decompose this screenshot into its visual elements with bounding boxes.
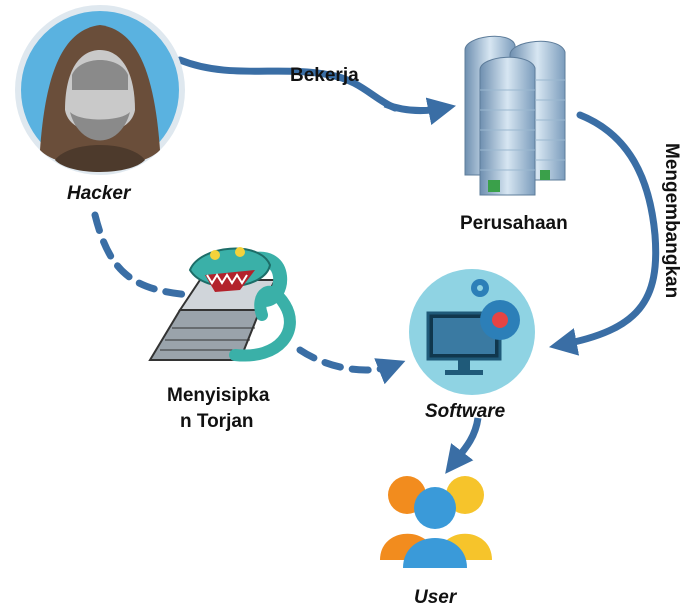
label-user: User: [414, 587, 457, 608]
arrow-company-to-software: [548, 111, 660, 356]
arrow-trojan-to-software: [296, 346, 406, 385]
label-develops: Mengembangkan: [661, 143, 682, 299]
arrow-hacker-to-company: [176, 56, 456, 126]
label-company: Perusahaan: [460, 213, 568, 234]
hacker-icon: [15, 5, 185, 175]
label-trojan-line1: Menyisipka: [167, 385, 270, 406]
arrow-software-to-user: [445, 417, 482, 474]
arrow-hacker-to-trojan: [91, 211, 194, 299]
trojan-laptop-icon: [148, 247, 296, 362]
label-works: Bekerja: [290, 65, 359, 86]
label-software: Software: [425, 401, 506, 422]
user-group-icon: [380, 476, 492, 568]
software-icon: [409, 269, 535, 395]
label-hacker: Hacker: [67, 183, 131, 204]
label-trojan-line2: n Torjan: [180, 411, 254, 432]
building-icon: [464, 35, 566, 196]
